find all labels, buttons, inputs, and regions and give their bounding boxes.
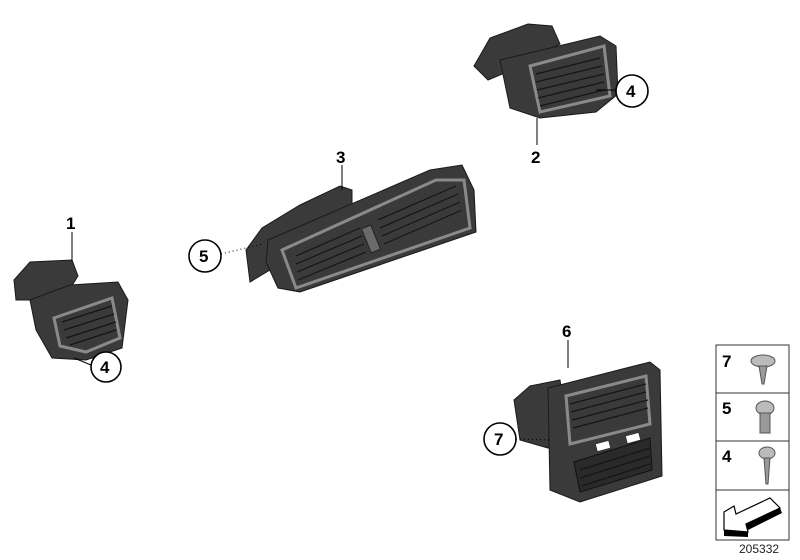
part-1-left-vent[interactable] — [13, 259, 129, 361]
callout-4b: 4 — [100, 358, 110, 377]
washer-head-screw-icon — [750, 354, 776, 385]
callout-circle-4b[interactable] — [90, 351, 122, 383]
part-6-rear-vent[interactable] — [513, 361, 663, 503]
leader-line-4b — [73, 357, 92, 366]
callout-5: 5 — [199, 247, 208, 266]
legend-label-5: 5 — [722, 399, 731, 418]
tapping-screw-icon — [758, 446, 776, 485]
fastener-legend: 7 5 4 — [715, 344, 790, 541]
callout-2: 2 — [531, 148, 540, 167]
callout-3: 3 — [336, 148, 345, 167]
part-2-top-vent[interactable] — [473, 23, 619, 119]
callout-circle-5[interactable] — [188, 239, 222, 273]
legend-label-7: 7 — [722, 352, 731, 371]
drawing-number: 205332 — [739, 542, 779, 556]
legend-label-4: 4 — [722, 447, 732, 466]
callout-7: 7 — [494, 430, 503, 449]
callout-4a: 4 — [626, 82, 636, 101]
arrow-icon — [723, 497, 782, 537]
callout-circle-4a[interactable] — [615, 74, 649, 108]
machine-screw-icon — [755, 400, 775, 434]
callout-1: 1 — [66, 214, 75, 233]
callout-6: 6 — [562, 322, 571, 341]
part-3-center-vent[interactable] — [245, 164, 477, 293]
